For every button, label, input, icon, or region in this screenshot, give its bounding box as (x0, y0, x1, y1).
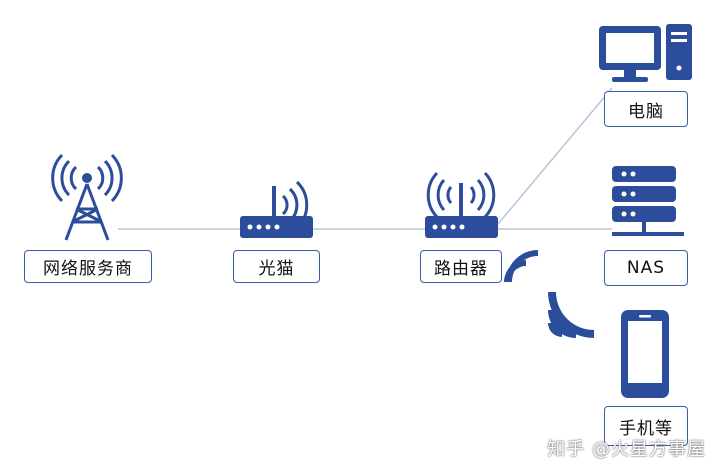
watermark-text: 知乎 @火星方事屋 (547, 439, 706, 460)
nas-label: NAS (604, 250, 688, 286)
line-router-pc (497, 87, 613, 225)
router-icon (425, 171, 498, 238)
phone-label: 手机等 (604, 406, 688, 446)
server-icon (612, 166, 684, 236)
router-label: 路由器 (420, 250, 502, 283)
wifi-signal-phone-icon (548, 292, 594, 338)
smartphone-icon (621, 310, 669, 398)
modem-label: 光猫 (233, 250, 320, 283)
modem-icon (240, 180, 313, 238)
isp-label: 网络服务商 (24, 250, 152, 283)
cell-tower-icon (51, 153, 123, 241)
wifi-signal-icon (504, 250, 538, 282)
connections (118, 87, 613, 230)
desktop-computer-icon (599, 24, 692, 82)
pc-label: 电脑 (604, 91, 688, 127)
